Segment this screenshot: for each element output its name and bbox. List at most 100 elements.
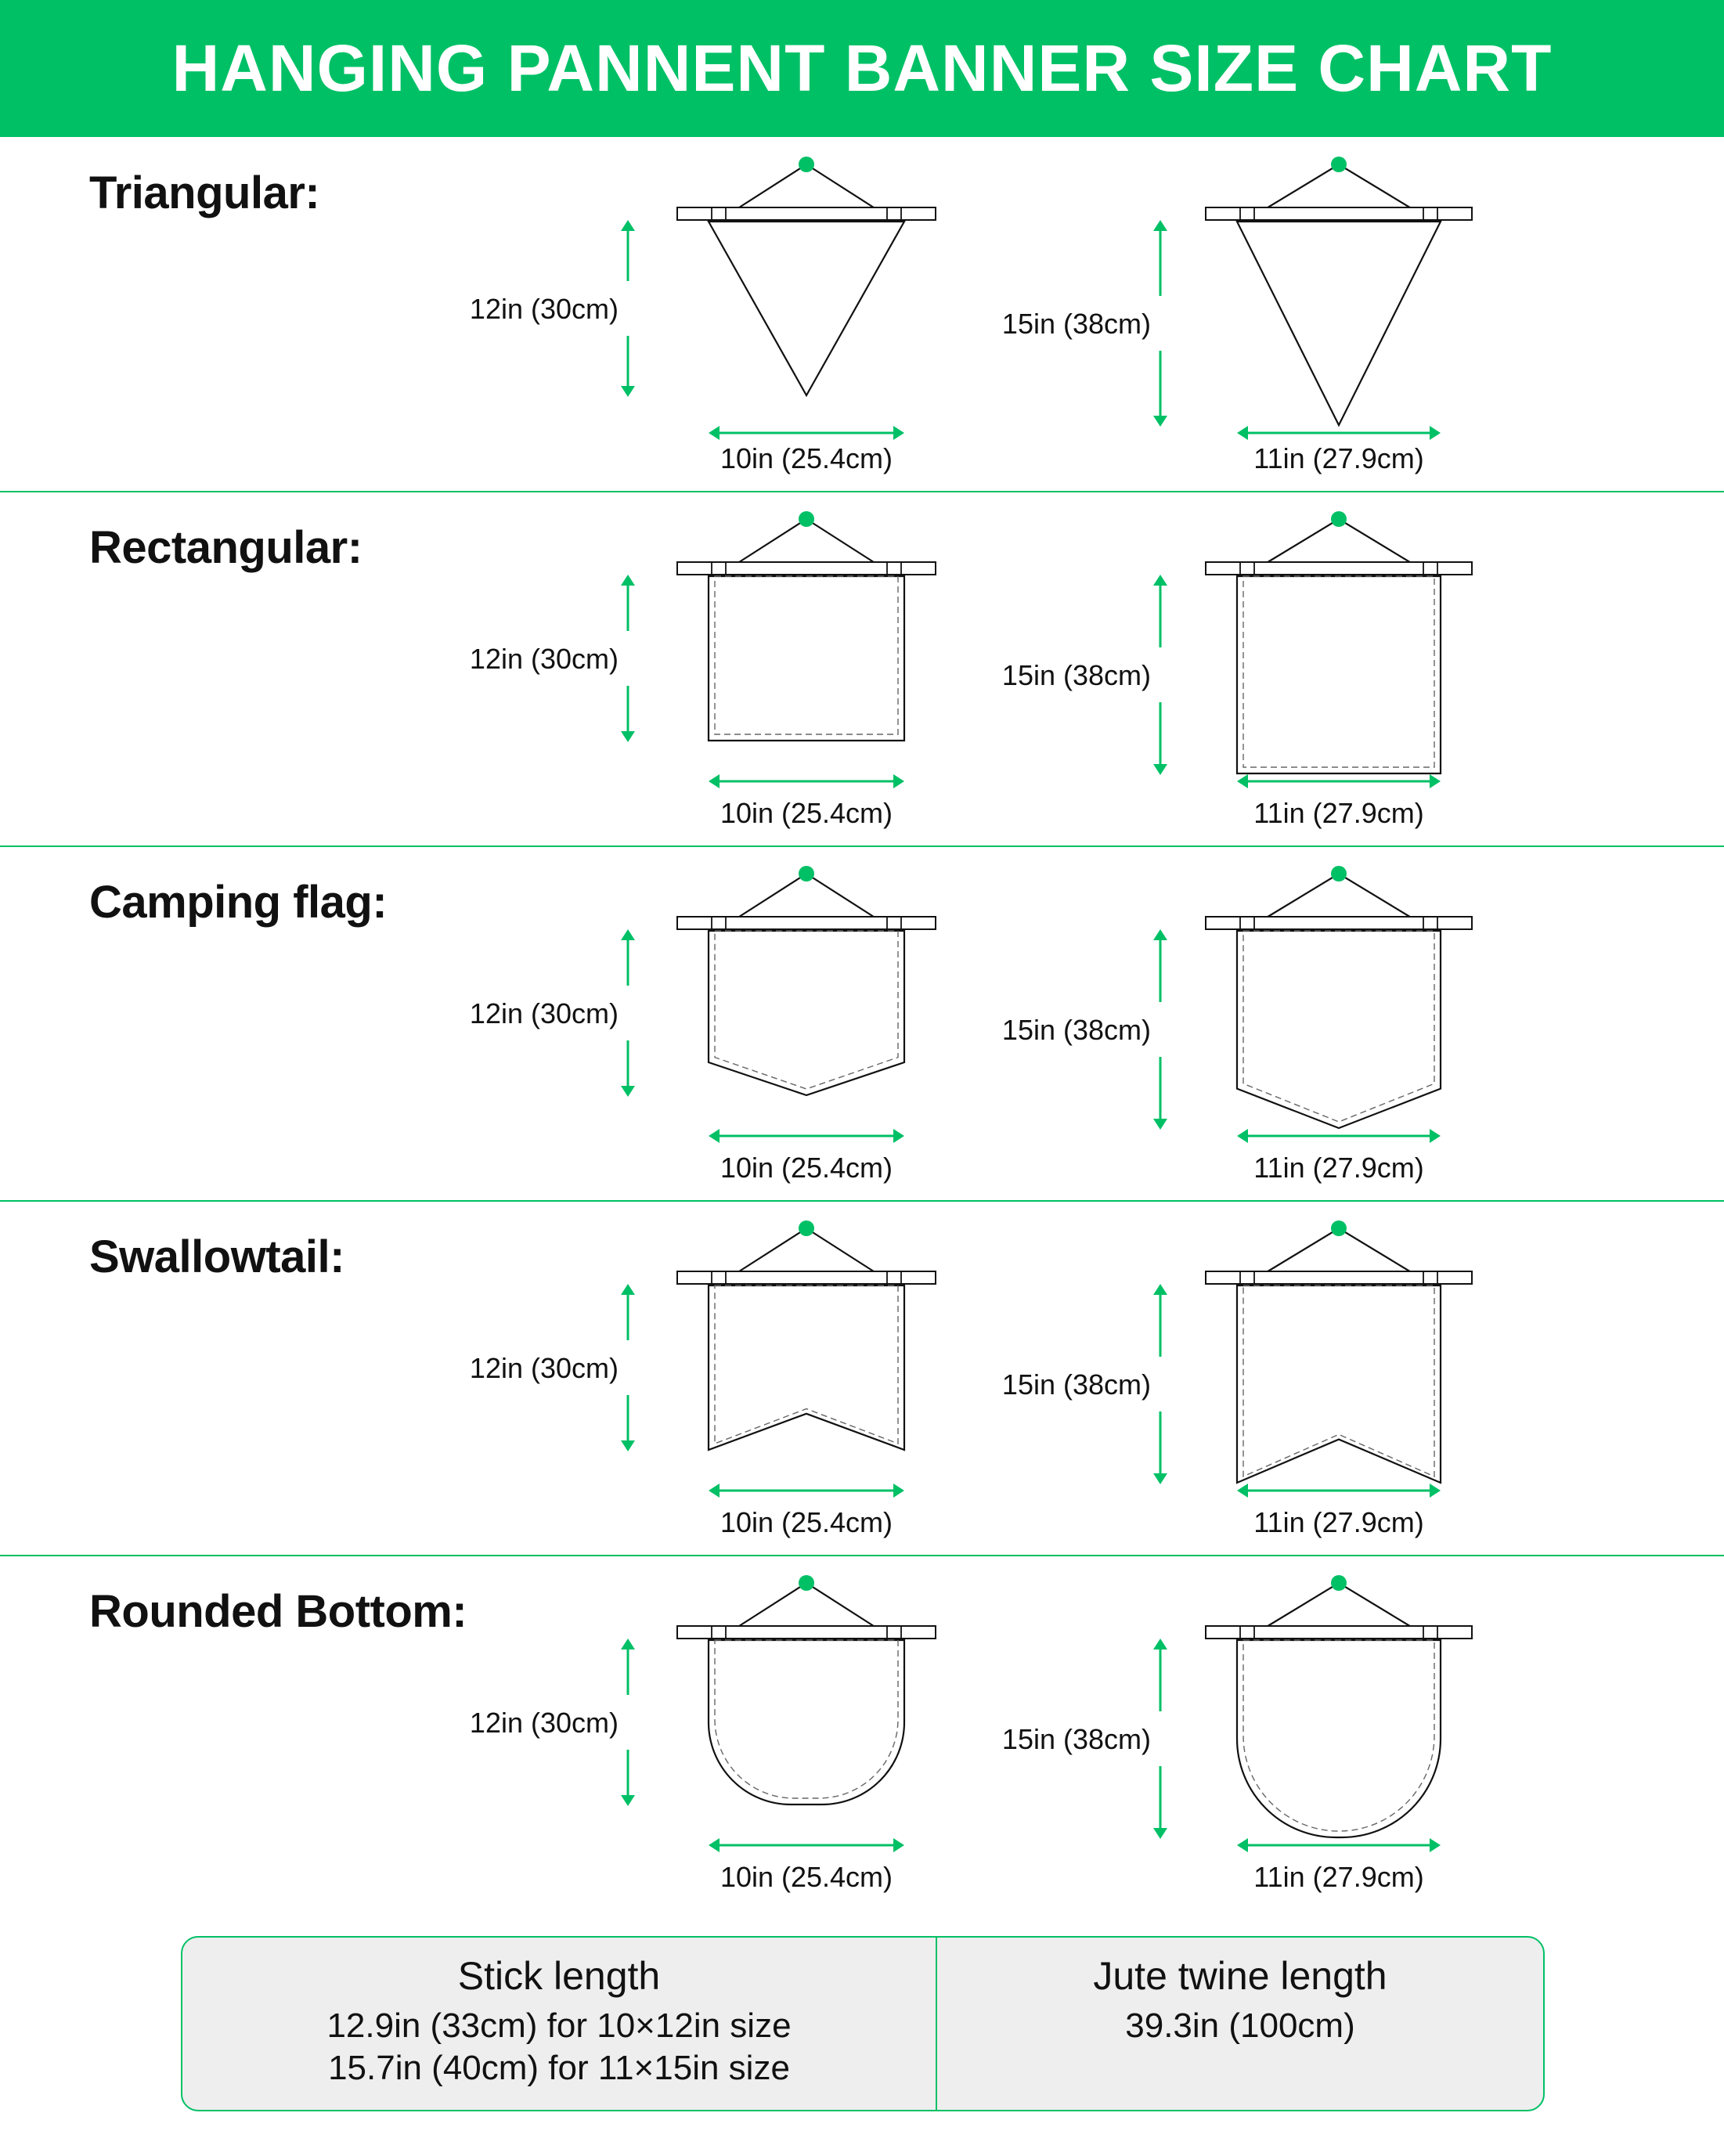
footer-panel: Stick length 12.9in (33cm) for 10×12in s…: [181, 1936, 1545, 2111]
banner-diagram: 12in (30cm)10in (25.4cm): [470, 511, 936, 829]
height-label: 15in (38cm): [1002, 1014, 1151, 1046]
arrow-up-icon: [1153, 575, 1167, 586]
banner-outline: [1235, 575, 1442, 775]
wooden-stick: [1205, 1625, 1473, 1639]
width-label: 10in (25.4cm): [720, 1861, 893, 1893]
hook-pin-icon: [1331, 511, 1347, 527]
banner-diagram-small: 12in (30cm)10in (25.4cm): [470, 1575, 936, 1893]
row-divider: [0, 845, 1724, 847]
stick-length-cell: Stick length 12.9in (33cm) for 10×12in s…: [182, 1938, 936, 2110]
banner-diagram-small: 12in (30cm)10in (25.4cm): [470, 511, 936, 829]
width-label: 11in (27.9cm): [1253, 1861, 1423, 1893]
arrow-right-icon: [893, 1838, 904, 1852]
hook-pin-icon: [799, 1575, 814, 1591]
arrow-up-icon: [621, 929, 635, 940]
shape-label: Triangular:: [89, 168, 320, 218]
arrow-right-icon: [893, 1129, 904, 1143]
arrow-right-icon: [1430, 426, 1441, 440]
stitch-line: [714, 1285, 899, 1445]
arrow-down-icon: [621, 731, 635, 742]
arrow-down-icon: [1153, 1119, 1167, 1130]
stitch-line: [1243, 575, 1435, 768]
wooden-stick: [676, 1625, 936, 1639]
height-label: 12in (30cm): [470, 643, 619, 675]
arrow-up-icon: [621, 1639, 635, 1649]
banner-outline: [707, 1639, 906, 1806]
arrow-up-icon: [1153, 1284, 1167, 1295]
arrow-left-icon: [1237, 774, 1248, 788]
wooden-stick: [1205, 561, 1473, 575]
banner-diagram: 12in (30cm)10in (25.4cm): [470, 1220, 936, 1538]
arrow-up-icon: [1153, 929, 1167, 940]
footer-divider: [936, 1938, 937, 2110]
banner-outline: [1235, 220, 1442, 427]
wooden-stick: [1205, 1271, 1473, 1285]
width-label: 11in (27.9cm): [1253, 797, 1423, 829]
stitch-line: [1243, 1285, 1435, 1478]
width-label: 11in (27.9cm): [1253, 1152, 1423, 1184]
height-label: 12in (30cm): [470, 1352, 619, 1384]
height-label: 12in (30cm): [470, 997, 619, 1029]
stitch-line: [714, 930, 899, 1090]
row-divider: [0, 1200, 1724, 1202]
arrow-left-icon: [1237, 1484, 1248, 1498]
shape-label: Rectangular:: [89, 522, 362, 573]
arrow-right-icon: [1430, 1484, 1441, 1498]
shape-label: Swallowtail:: [89, 1231, 344, 1282]
banner-diagram-large: 15in (38cm) 11in (27.9cm): [1002, 157, 1473, 474]
arrow-down-icon: [621, 1086, 635, 1097]
arrow-down-icon: [1153, 416, 1167, 427]
hook-pin-icon: [799, 1220, 814, 1236]
height-label: 15in (38cm): [1002, 308, 1151, 340]
hook-pin-icon: [1331, 157, 1347, 172]
banner-outline: [1235, 1284, 1442, 1484]
arrow-up-icon: [1153, 220, 1167, 231]
stitch-line: [1243, 1639, 1435, 1832]
row-divider: [0, 491, 1724, 492]
wooden-stick: [676, 916, 936, 930]
arrow-right-icon: [1430, 1129, 1441, 1143]
height-label: 12in (30cm): [470, 293, 619, 325]
arrow-left-icon: [709, 774, 720, 788]
banner-diagram-small: 12in (30cm)10in (25.4cm): [470, 1220, 936, 1538]
stick-length-line: 12.9in (33cm) for 10×12in size: [326, 2006, 792, 2045]
hook-pin-icon: [1331, 1220, 1347, 1236]
hook-pin-icon: [1331, 866, 1347, 882]
width-label: 11in (27.9cm): [1253, 1506, 1423, 1538]
arrow-down-icon: [621, 386, 635, 397]
banner-outline: [707, 1284, 906, 1451]
arrow-left-icon: [709, 426, 720, 440]
stitch-line: [714, 575, 899, 735]
width-label: 11in (27.9cm): [1253, 442, 1423, 474]
header-banner: HANGING PANNENT BANNER SIZE CHART: [0, 0, 1724, 137]
banner-outline: [707, 929, 906, 1097]
banner-diagram-large: 15in (38cm) 11in (27.9cm): [1002, 866, 1473, 1184]
arrow-down-icon: [1153, 764, 1167, 775]
arrow-up-icon: [621, 575, 635, 586]
banner-outline: [707, 220, 906, 398]
arrow-right-icon: [1430, 1838, 1441, 1852]
banner-diagram: 15in (38cm) 11in (27.9cm): [1002, 157, 1473, 474]
banner-diagram-large: 15in (38cm) 11in (27.9cm): [1002, 1575, 1473, 1893]
arrow-right-icon: [893, 774, 904, 788]
width-label: 10in (25.4cm): [720, 1152, 893, 1184]
wooden-stick: [676, 561, 936, 575]
hook-pin-icon: [1331, 1575, 1347, 1591]
height-label: 15in (38cm): [1002, 1723, 1151, 1755]
arrow-left-icon: [1237, 1838, 1248, 1852]
banner-diagram-large: 15in (38cm) 11in (27.9cm): [1002, 1220, 1473, 1538]
banner-diagram: 15in (38cm)11in (27.9cm): [1002, 511, 1473, 829]
arrow-down-icon: [1153, 1828, 1167, 1839]
banner-diagram: 12in (30cm)10in (25.4cm): [470, 1575, 936, 1893]
hook-pin-icon: [799, 866, 814, 882]
banner-diagram-large: 15in (38cm)11in (27.9cm): [1002, 511, 1473, 829]
banner-row-rectangle: Rectangular: 12in (30cm)10in (25.4cm)15in…: [0, 492, 1724, 846]
arrow-left-icon: [1237, 426, 1248, 440]
banner-outline: [1235, 1639, 1442, 1839]
banner-diagram: 15in (38cm) 11in (27.9cm): [1002, 1575, 1473, 1893]
height-label: 15in (38cm): [1002, 1368, 1151, 1401]
banner-diagram: 12in (30cm)10in (25.4cm): [470, 157, 936, 474]
page-title: HANGING PANNENT BANNER SIZE CHART: [171, 31, 1553, 105]
arrow-left-icon: [709, 1129, 720, 1143]
wooden-stick: [676, 1271, 936, 1285]
